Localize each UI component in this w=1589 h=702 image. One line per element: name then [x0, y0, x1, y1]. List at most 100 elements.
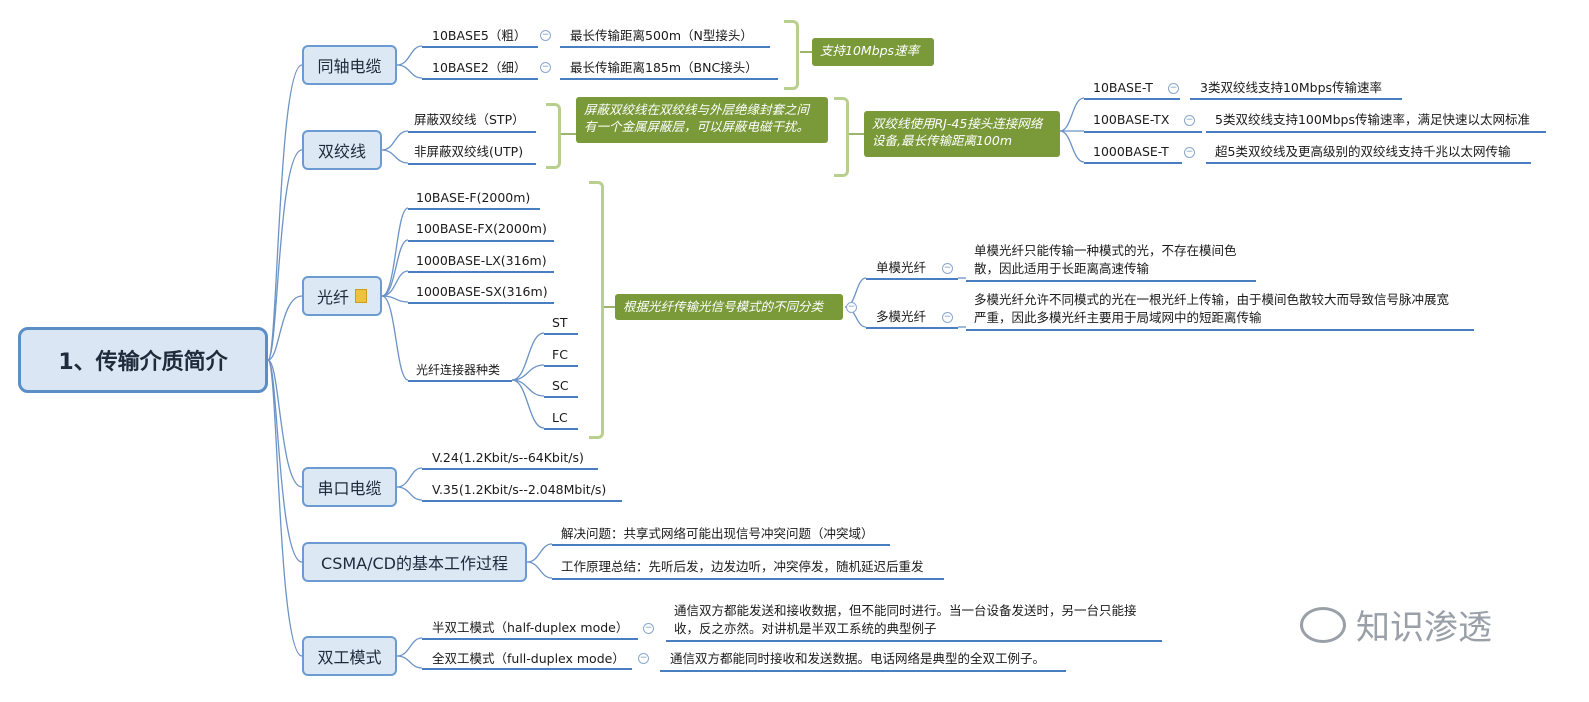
connector-st[interactable]: ST: [552, 315, 568, 330]
wechat-icon: [1300, 606, 1346, 643]
full-duplex-detail: 通信双方都能同时接收和发送数据。电话网络是典型的全双工例子。: [670, 651, 1046, 666]
branch-label: 同轴电缆: [317, 57, 382, 76]
half-duplex-detail-1: 通信双方都能发送和接收数据，但不能同时进行。当一台设备发送时，另一台只能接: [674, 603, 1137, 618]
item-10base2[interactable]: 10BASE2（细）: [432, 60, 527, 75]
note-coax-speed[interactable]: 支持10Mbps速率: [812, 38, 934, 66]
branch-coax[interactable]: 同轴电缆: [302, 45, 397, 85]
mode-single-detail-1: 单模光纤只能传输一种模式的光，不存在模间色: [974, 243, 1237, 258]
half-duplex-detail-2: 收，反之亦然。对讲机是半双工系统的典型例子: [674, 621, 937, 636]
branch-label: 光纤: [316, 288, 349, 307]
item-10base5[interactable]: 10BASE5（粗）: [432, 28, 527, 43]
watermark-text: 知识渗透: [1356, 608, 1492, 648]
std-1000base-t-detail: 超5类双绞线及更高级别的双绞线支持千兆以太网传输: [1215, 144, 1511, 159]
item-v35[interactable]: V.35(1.2Kbit/s--2.048Mbit/s): [432, 482, 607, 497]
item-utp[interactable]: 非屏蔽双绞线(UTP): [414, 144, 524, 159]
collapse-icon[interactable]: −: [540, 62, 551, 73]
brace: [589, 181, 604, 439]
underline: [560, 46, 770, 48]
underline: [422, 500, 622, 502]
std-10base-t-detail: 3类双绞线支持10Mbps传输速率: [1200, 80, 1383, 95]
note-rj45[interactable]: 双绞线使用RJ-45接头连接网络设备,最长传输距离100m: [864, 111, 1060, 157]
watermark: 知识渗透: [1300, 600, 1492, 649]
underline: [422, 668, 632, 670]
underline: [1084, 131, 1202, 133]
collapse-icon[interactable]: −: [942, 312, 953, 323]
csma-principle[interactable]: 工作原理总结：先听后发，边发边听，冲突停发，随机延迟后重发: [561, 559, 924, 574]
underline: [1190, 98, 1402, 100]
branch-duplex[interactable]: 双工模式: [302, 636, 397, 676]
underline: [660, 670, 1066, 672]
note-stp-shield[interactable]: 屏蔽双绞线在双绞线与外层绝缘封套之间有一个金属屏蔽层，可以屏蔽电磁干扰。: [576, 97, 828, 143]
note-text: 双绞线使用RJ-45接头连接网络设备,最长传输距离100m: [872, 116, 1043, 148]
underline: [1206, 162, 1531, 164]
branch-twisted-pair[interactable]: 双绞线: [302, 130, 382, 170]
collapse-icon[interactable]: −: [1184, 115, 1195, 126]
note-fiber-modes[interactable]: 根据光纤传输光信号模式的不同分类: [615, 294, 843, 320]
item-1000base-lx[interactable]: 1000BASE-LX(316m): [416, 253, 547, 268]
mode-multi[interactable]: 多模光纤: [876, 309, 927, 324]
underline: [422, 468, 598, 470]
connector-sc[interactable]: SC: [552, 378, 569, 393]
note-text: 屏蔽双绞线在双绞线与外层绝缘封套之间有一个金属屏蔽层，可以屏蔽电磁干扰。: [584, 102, 810, 134]
std-100base-tx[interactable]: 100BASE-TX: [1093, 112, 1170, 127]
connector-lc[interactable]: LC: [552, 410, 568, 425]
connector-fc[interactable]: FC: [552, 347, 568, 362]
item-10base-f[interactable]: 10BASE-F(2000m): [416, 190, 531, 205]
underline: [422, 78, 538, 80]
branch-label: 双工模式: [317, 648, 382, 667]
underline: [544, 396, 578, 398]
note-text: 根据光纤传输光信号模式的不同分类: [623, 299, 824, 314]
underline: [866, 278, 958, 280]
item-1000base-sx[interactable]: 1000BASE-SX(316m): [416, 284, 548, 299]
detail-10base2: 最长传输距离185m（BNC接头）: [570, 60, 758, 75]
branch-label: 双绞线: [317, 142, 366, 161]
branch-csma-cd[interactable]: CSMA/CD的基本工作过程: [302, 542, 527, 582]
underline: [1084, 162, 1182, 164]
mode-single[interactable]: 单模光纤: [876, 260, 927, 275]
std-100base-tx-detail: 5类双绞线支持100Mbps传输速率，满足快速以太网标准: [1215, 112, 1530, 127]
note-icon: [355, 289, 367, 303]
underline: [422, 46, 538, 48]
branch-fiber[interactable]: 光纤: [302, 276, 382, 316]
underline: [422, 638, 638, 640]
std-1000base-t[interactable]: 1000BASE-T: [1093, 144, 1169, 159]
mode-multi-detail-2: 严重，因此多模光纤主要用于局域网中的短距离传输: [974, 310, 1262, 325]
detail-10base5: 最长传输距离500m（N型接头）: [570, 28, 753, 43]
underline: [408, 131, 536, 133]
brace: [834, 97, 849, 177]
item-v24[interactable]: V.24(1.2Kbit/s--64Kbit/s): [432, 450, 584, 465]
underline: [544, 333, 578, 335]
item-fiber-connectors[interactable]: 光纤连接器种类: [416, 363, 501, 377]
underline: [666, 640, 1162, 642]
underline: [408, 208, 540, 210]
branch-label: 串口电缆: [317, 479, 382, 498]
brace: [784, 20, 799, 90]
underline: [560, 78, 778, 80]
csma-problem[interactable]: 解决问题：共享式网络可能出现信号冲突问题（冲突域）: [561, 526, 874, 541]
underline: [966, 280, 1256, 282]
collapse-icon[interactable]: −: [846, 302, 857, 313]
item-stp[interactable]: 屏蔽双绞线（STP）: [414, 112, 525, 127]
underline: [1084, 98, 1180, 100]
collapse-icon[interactable]: −: [1168, 83, 1179, 94]
root-topic[interactable]: 1、传输介质简介: [18, 327, 268, 393]
mode-multi-detail-1: 多模光纤允许不同模式的光在一根光纤上传输，由于模间色散较大而导致信号脉冲展宽: [974, 292, 1450, 307]
branch-label: CSMA/CD的基本工作过程: [321, 554, 508, 573]
item-100base-fx[interactable]: 100BASE-FX(2000m): [416, 221, 547, 236]
root-label: 1、传输介质简介: [58, 350, 228, 375]
collapse-icon[interactable]: −: [540, 30, 551, 41]
collapse-icon[interactable]: −: [643, 623, 654, 634]
collapse-icon[interactable]: −: [942, 263, 953, 274]
underline: [552, 578, 944, 580]
underline: [552, 544, 890, 546]
branch-serial-cable[interactable]: 串口电缆: [302, 467, 397, 507]
collapse-icon[interactable]: −: [638, 653, 649, 664]
collapse-icon[interactable]: −: [1184, 147, 1195, 158]
item-full-duplex[interactable]: 全双工模式（full-duplex mode）: [432, 651, 625, 666]
underline: [408, 380, 512, 382]
std-10base-t[interactable]: 10BASE-T: [1093, 80, 1153, 95]
item-half-duplex[interactable]: 半双工模式（half-duplex mode）: [432, 620, 629, 635]
underline: [966, 329, 1474, 331]
underline: [408, 271, 554, 273]
